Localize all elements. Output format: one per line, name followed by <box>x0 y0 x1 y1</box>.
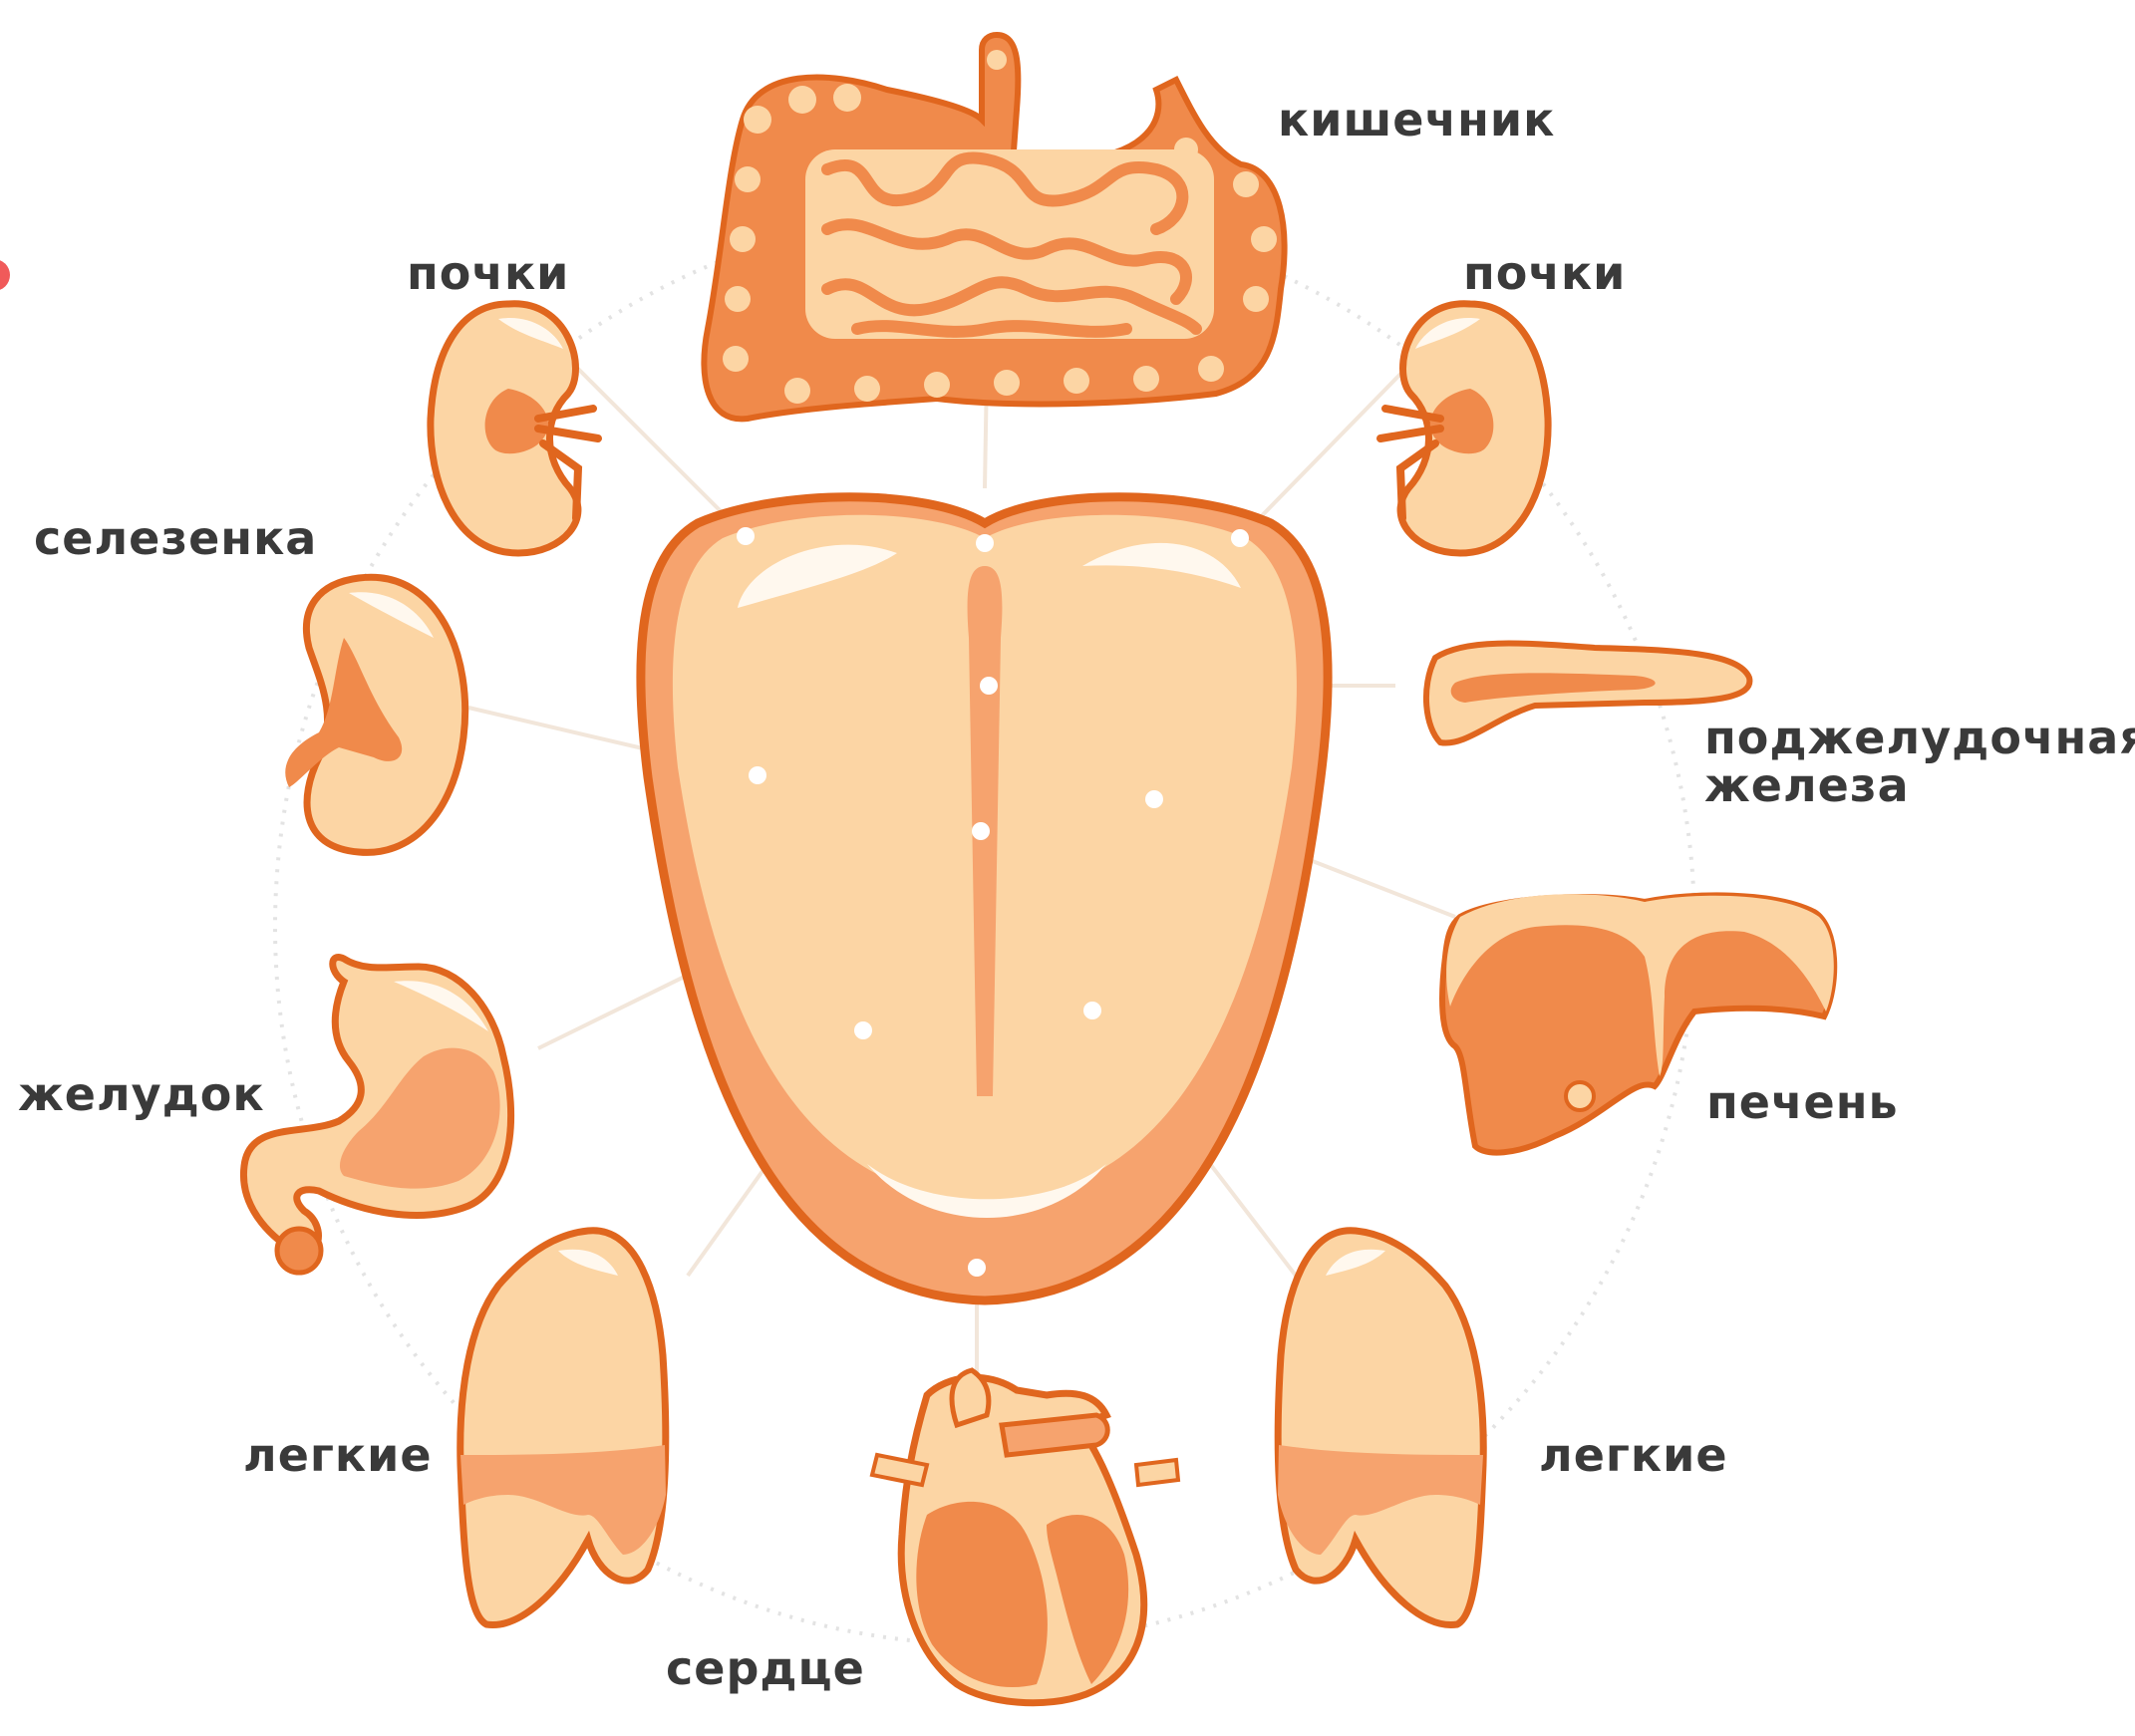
label-lungs-left: легкие <box>243 1431 433 1479</box>
pancreas-icon <box>1426 644 1749 743</box>
label-pancreas: поджелудочная железа <box>1704 714 2135 810</box>
label-stomach: желудок <box>18 1070 265 1118</box>
spleen-icon <box>285 577 464 852</box>
red-mark <box>0 259 10 291</box>
point-lung-left <box>854 1021 872 1039</box>
label-kidneys-right: почки <box>1463 249 1626 297</box>
label-liver: печень <box>1706 1078 1899 1126</box>
point-stomach <box>972 822 990 840</box>
point-kidney-right <box>1231 529 1249 547</box>
label-pancreas-line2: железа <box>1704 761 2135 809</box>
point-kidney-left <box>737 527 755 545</box>
stomach-icon <box>243 958 510 1273</box>
point-intestine <box>976 534 994 552</box>
label-lungs-right: легкие <box>1539 1431 1728 1479</box>
intestine-icon <box>704 35 1284 419</box>
connector-kidney-right <box>1240 359 1415 538</box>
point-pancreas <box>980 677 998 695</box>
label-heart: сердце <box>666 1644 865 1692</box>
lung-icon-right <box>1278 1231 1483 1625</box>
point-liver <box>1145 790 1163 808</box>
point-lung-right <box>1083 1002 1101 1019</box>
label-pancreas-line1: поджелудочная <box>1704 714 2135 761</box>
lung-icon-left <box>460 1231 666 1625</box>
heart-icon <box>872 1370 1178 1703</box>
label-kidneys-left: почки <box>407 249 569 297</box>
label-spleen: селезенка <box>34 514 317 562</box>
point-heart <box>968 1259 986 1277</box>
kidney-icon-right <box>1380 304 1548 553</box>
point-spleen <box>749 766 766 784</box>
kidney-icon-left <box>431 304 598 553</box>
label-intestine: кишечник <box>1278 96 1555 144</box>
